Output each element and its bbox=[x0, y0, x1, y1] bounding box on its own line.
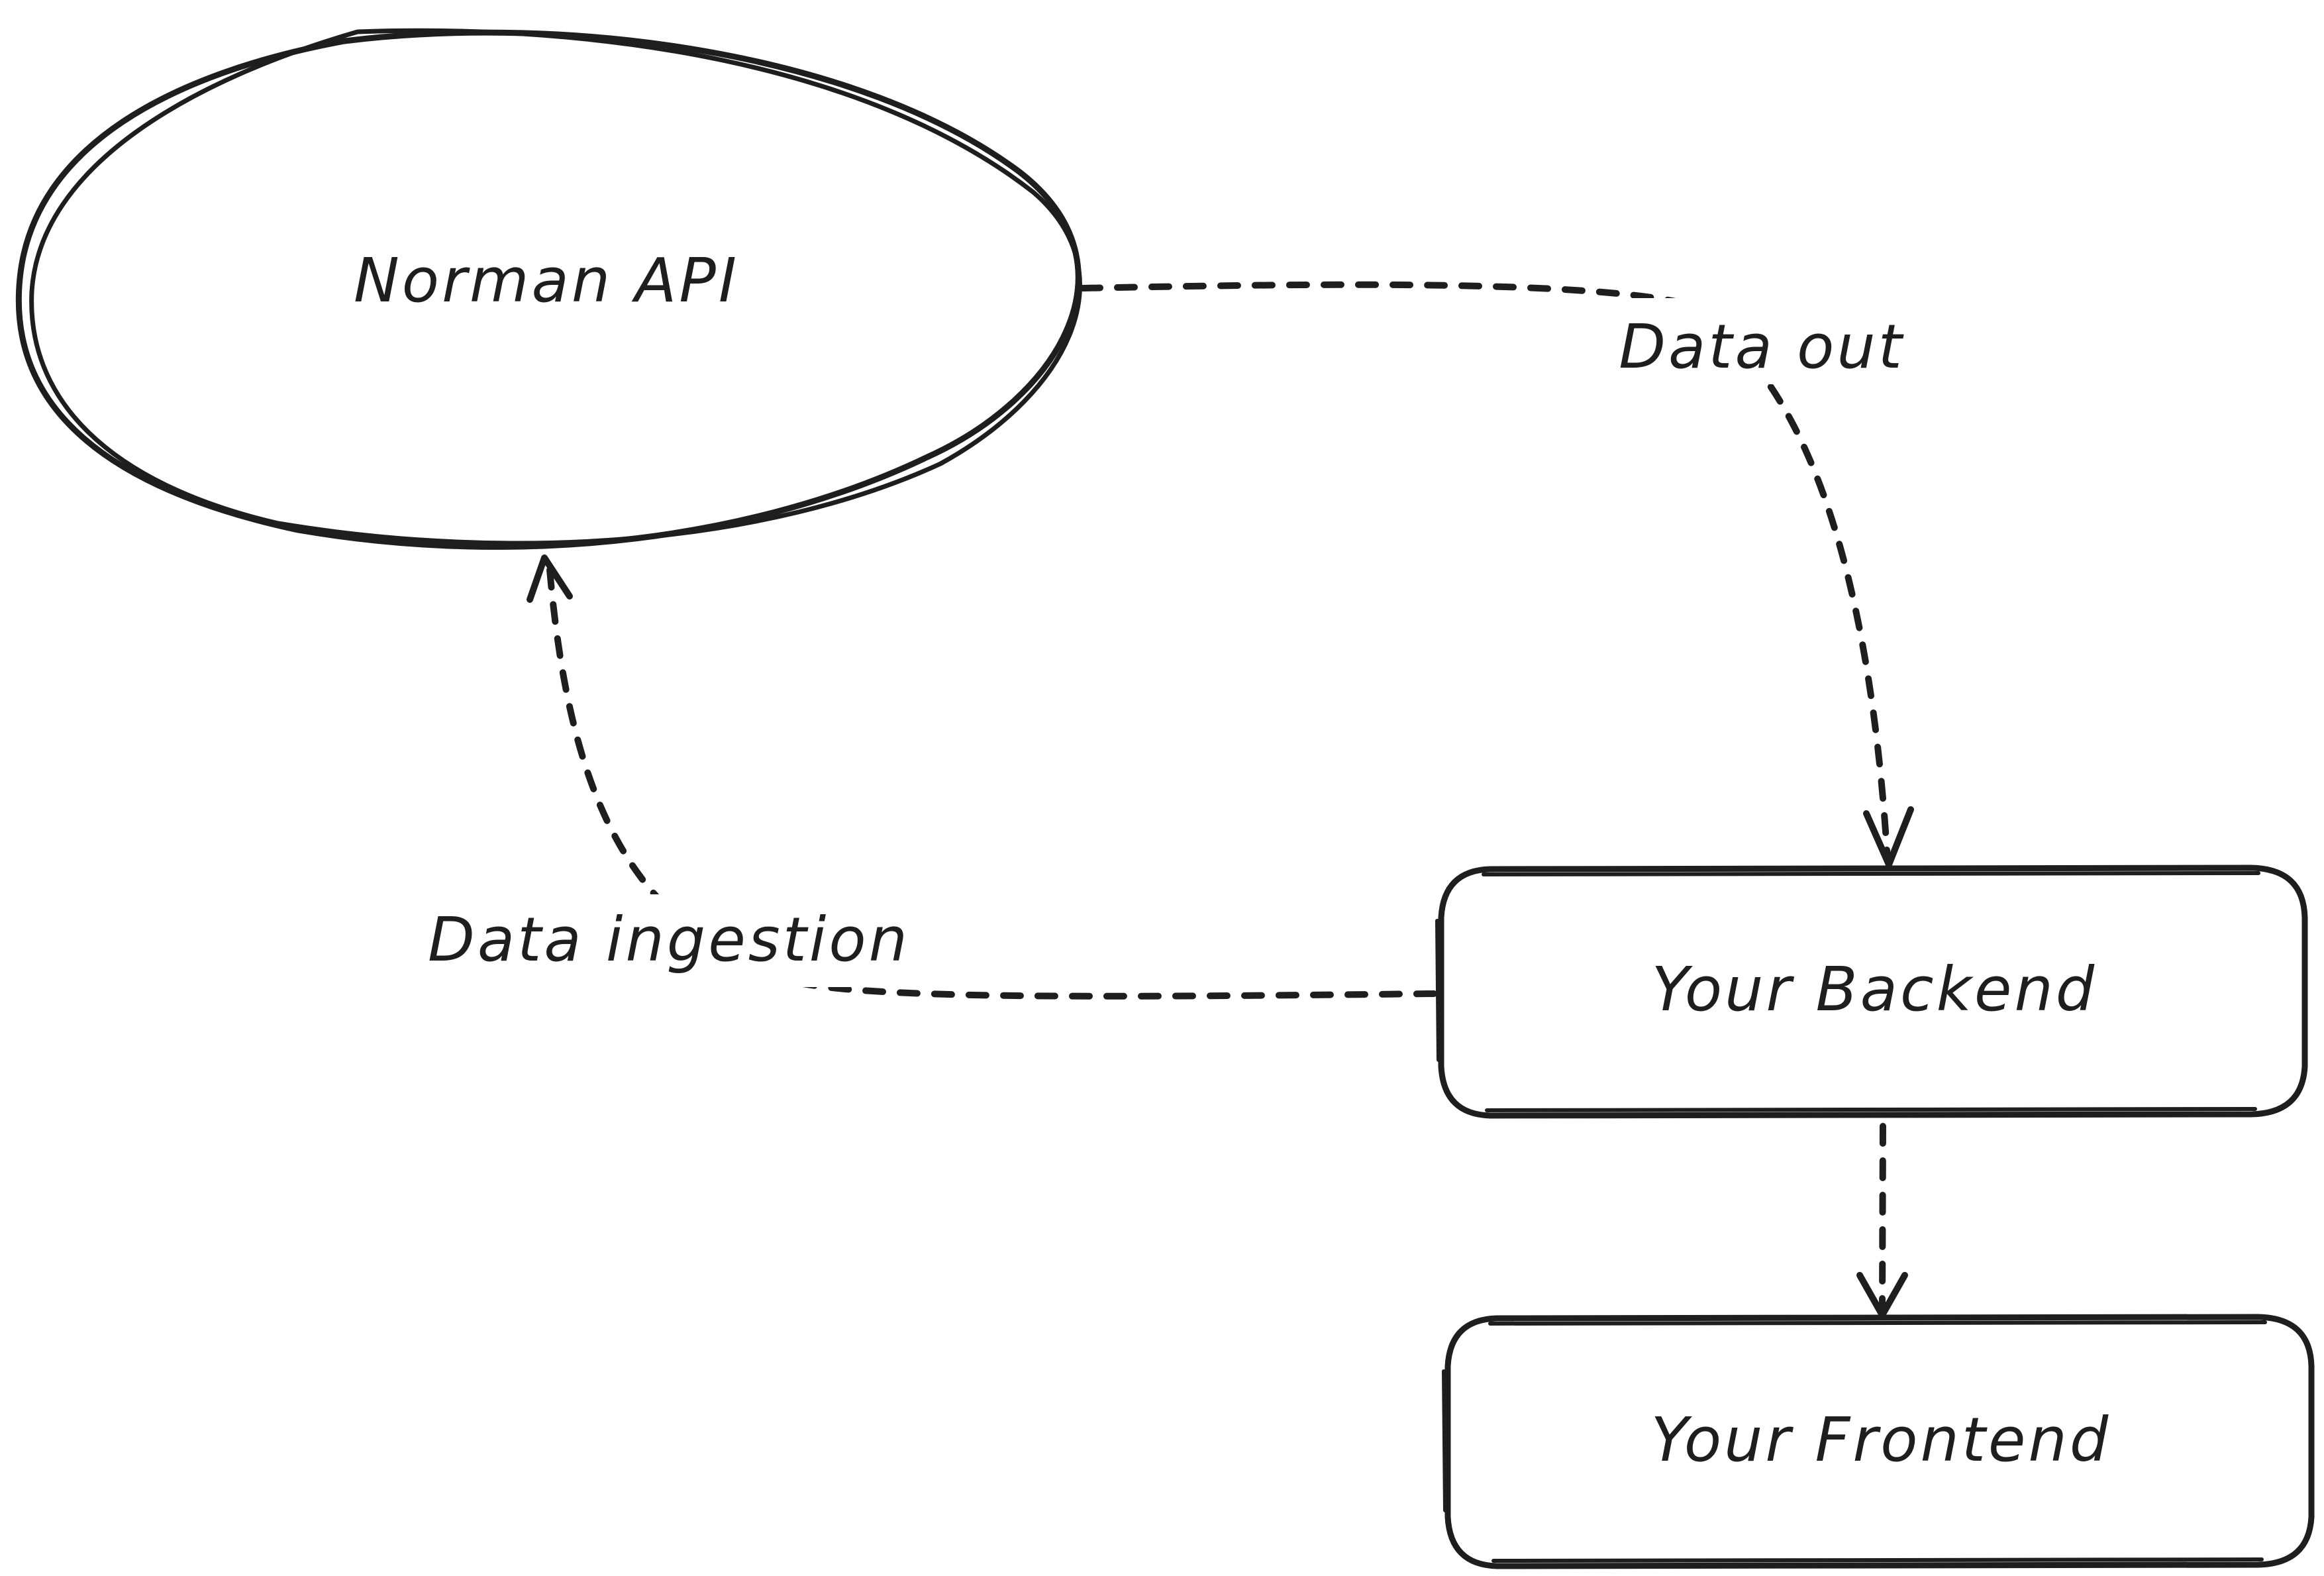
data-ingestion-arrowhead bbox=[527, 554, 573, 603]
backend-frontend-arrowhead bbox=[1856, 1272, 1908, 1318]
backend-box-outline bbox=[1438, 865, 2308, 1119]
frontend-box-outline-secondary bbox=[1442, 1320, 2267, 1563]
norman-api-node[interactable]: Norman API bbox=[15, 28, 1082, 550]
edge-data-out[interactable]: Data out bbox=[1080, 281, 1934, 868]
edge-data-ingestion[interactable]: Data ingestion bbox=[404, 554, 1437, 1000]
norman-api-ellipse-outline-secondary bbox=[29, 28, 1082, 546]
data-ingestion-label: Data ingestion bbox=[428, 904, 910, 975]
backend-node[interactable]: Your Backend bbox=[1435, 865, 2308, 1119]
backend-label: Your Backend bbox=[1652, 954, 2097, 1025]
data-ingestion-label-background bbox=[404, 894, 934, 987]
edge-backend-to-frontend[interactable] bbox=[1856, 1123, 1908, 1318]
frontend-label: Your Frontend bbox=[1651, 1404, 2111, 1475]
frontend-node[interactable]: Your Frontend bbox=[1442, 1314, 2315, 1569]
frontend-box-outline bbox=[1444, 1314, 2315, 1569]
data-out-label: Data out bbox=[1619, 311, 1905, 382]
data-out-label-background bbox=[1590, 298, 1934, 384]
backend-box-outline-secondary bbox=[1435, 871, 2260, 1112]
data-out-arrowhead bbox=[1863, 806, 1914, 868]
backend-frontend-arrow-line bbox=[1879, 1123, 1886, 1312]
norman-api-label: Norman API bbox=[354, 245, 739, 316]
